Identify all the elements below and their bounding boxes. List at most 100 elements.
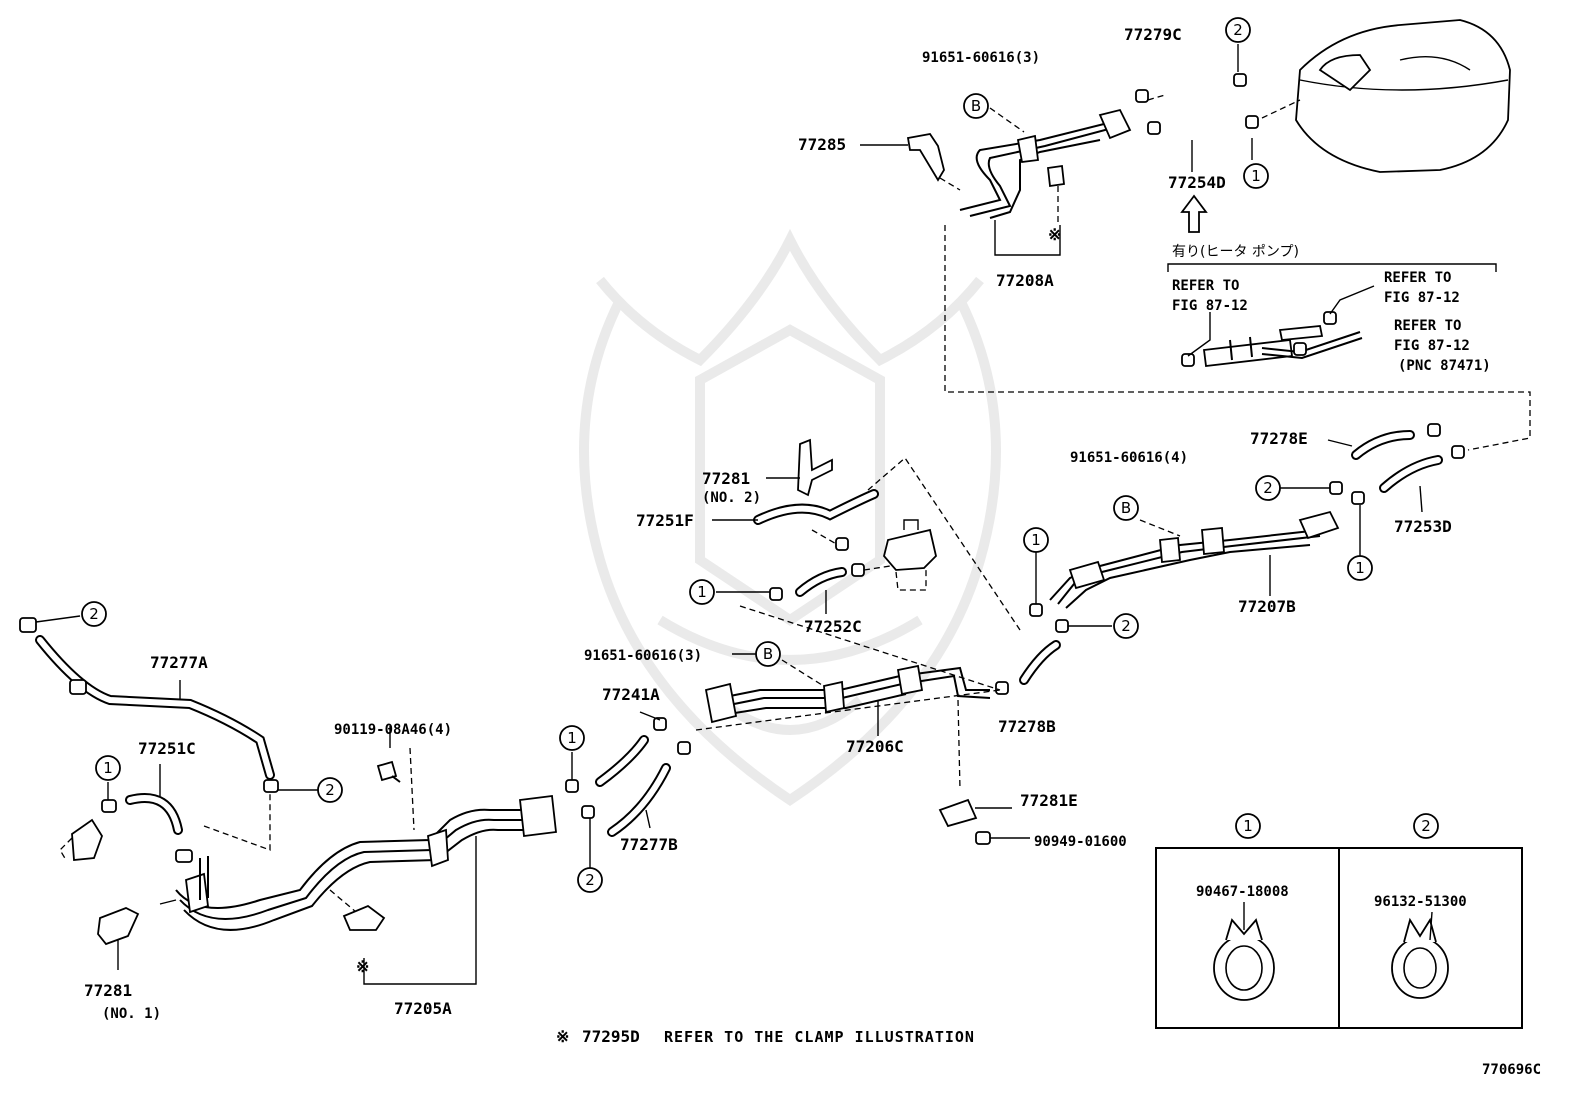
arrow-up-icon — [1180, 194, 1208, 233]
svg-text:B: B — [971, 97, 981, 115]
svg-text:B: B — [1121, 499, 1131, 517]
svg-text:1: 1 — [697, 583, 707, 601]
figure-id: 770696C — [1482, 1062, 1541, 1078]
label-refer3-b: FIG 87-12 — [1394, 338, 1470, 354]
callout-b-top: B — [963, 93, 989, 119]
label-91651-low: 91651-60616(3) — [584, 648, 702, 664]
clamps-mid-center — [565, 537, 1009, 819]
tube-assy-77206C — [704, 664, 991, 724]
label-90467: 90467-18008 — [1196, 884, 1289, 900]
label-77241A: 77241A — [602, 685, 660, 704]
svg-text:1: 1 — [1031, 531, 1041, 549]
clamp-96132-illustration — [1391, 917, 1449, 999]
pump-assembly — [883, 519, 937, 591]
label-96132: 96132-51300 — [1374, 894, 1467, 910]
svg-text:1: 1 — [1251, 167, 1261, 185]
callout-1-left: 1 — [95, 755, 121, 781]
hose-77253D — [1379, 455, 1443, 493]
label-refer2-a: REFER TO — [1384, 270, 1451, 286]
footnote-text: REFER TO THE CLAMP ILLUSTRATION — [664, 1028, 975, 1046]
hose-77251F — [753, 489, 879, 525]
hose-77252C — [795, 567, 847, 597]
label-77281-no2-sub: (NO. 2) — [702, 490, 761, 506]
label-90949: 90949-01600 — [1034, 834, 1127, 850]
label-77251F: 77251F — [636, 511, 694, 530]
clamp-77295D — [342, 904, 386, 931]
svg-text:2: 2 — [1121, 617, 1131, 635]
callout-1-table: 1 — [1235, 813, 1261, 839]
hose-77278E — [1351, 430, 1415, 460]
hose-77241A — [595, 735, 649, 787]
label-90119: 90119-08A46(4) — [334, 722, 452, 738]
label-77285: 77285 — [798, 135, 846, 154]
callout-b-low: B — [755, 641, 781, 667]
callout-2-table: 2 — [1413, 813, 1439, 839]
callout-1-tank: 1 — [1243, 163, 1269, 189]
label-77277B: 77277B — [620, 835, 678, 854]
label-77207B: 77207B — [1238, 597, 1296, 616]
hose-77254D — [1177, 121, 1228, 135]
label-77281-no1: 77281 — [84, 981, 132, 1000]
bracket-77281-no1 — [97, 907, 140, 946]
bracket-77281E — [938, 798, 1030, 845]
svg-text:2: 2 — [89, 605, 99, 623]
hose-77277A — [19, 615, 318, 793]
label-refer2-b: FIG 87-12 — [1384, 290, 1460, 306]
svg-text:2: 2 — [1263, 479, 1273, 497]
label-heater-pump-note: 有り(ヒータ ポンプ) — [1172, 244, 1299, 260]
asterisk-markers: ※ ※ — [356, 225, 1061, 976]
callout-circles: B B B 1 1 1 1 1 1 1 2 2 2 2 2 2 2 — [81, 17, 1439, 893]
label-77281-no1-sub: (NO. 1) — [102, 1006, 161, 1022]
clamps-top — [1135, 73, 1259, 135]
label-77208A: 77208A — [996, 271, 1054, 290]
label-77252C: 77252C — [804, 617, 862, 636]
label-91651-top: 91651-60616(3) — [922, 50, 1040, 66]
hose-77277B — [607, 763, 671, 837]
label-77277A: 77277A — [150, 653, 208, 672]
label-refer1-a: REFER TO — [1172, 278, 1239, 294]
mid-right-leaders — [1035, 439, 1423, 627]
fuel-tank — [1295, 19, 1511, 173]
callout-b-mid: B — [1113, 495, 1139, 521]
clamp-illustration-table — [1155, 847, 1523, 1029]
label-refer3-c: (PNC 87471) — [1398, 358, 1491, 374]
left-leaders — [117, 726, 477, 985]
svg-text:1: 1 — [1243, 817, 1253, 835]
callout-2-lowcenter: 2 — [577, 867, 603, 893]
hose-77279C — [1162, 82, 1218, 95]
label-refer1-b: FIG 87-12 — [1172, 298, 1248, 314]
label-77251C: 77251C — [138, 739, 196, 758]
svg-text:2: 2 — [585, 871, 595, 889]
bolt-90119 — [376, 760, 401, 783]
hose-77251C — [59, 764, 183, 861]
tube-assy-77205A — [175, 794, 557, 931]
callout-1-center: 1 — [689, 579, 715, 605]
svg-text:1: 1 — [567, 729, 577, 747]
clamps-mid-right — [1029, 423, 1465, 633]
footnote-mark: ※ — [556, 1027, 569, 1046]
tube-assy-77208A — [959, 108, 1132, 219]
mid-low-leaders — [571, 689, 1001, 868]
svg-text:B: B — [763, 645, 773, 663]
label-77206C: 77206C — [846, 737, 904, 756]
callout-2-pipe: 2 — [1113, 613, 1139, 639]
callout-2-midright: 2 — [1255, 475, 1281, 501]
callout-1-midright: 1 — [1347, 555, 1373, 581]
svg-text:2: 2 — [1233, 21, 1243, 39]
label-77205A: 77205A — [394, 999, 452, 1018]
label-77281E: 77281E — [1020, 791, 1078, 810]
svg-text:1: 1 — [103, 759, 113, 777]
svg-text:2: 2 — [1421, 817, 1431, 835]
footnote-part: 77295D — [582, 1027, 640, 1046]
bracket-77285 — [906, 133, 945, 182]
label-77278B: 77278B — [998, 717, 1056, 736]
callout-2-tank: 2 — [1225, 17, 1251, 43]
hose-77278B — [1019, 640, 1061, 685]
top-leaders — [860, 44, 1301, 256]
label-77278E: 77278E — [1250, 429, 1308, 448]
callout-2-left-hose: 2 — [317, 777, 343, 803]
label-refer3-a: REFER TO — [1394, 318, 1461, 334]
label-77281-no2: 77281 — [702, 469, 750, 488]
callout-1-pipe: 1 — [1023, 527, 1049, 553]
